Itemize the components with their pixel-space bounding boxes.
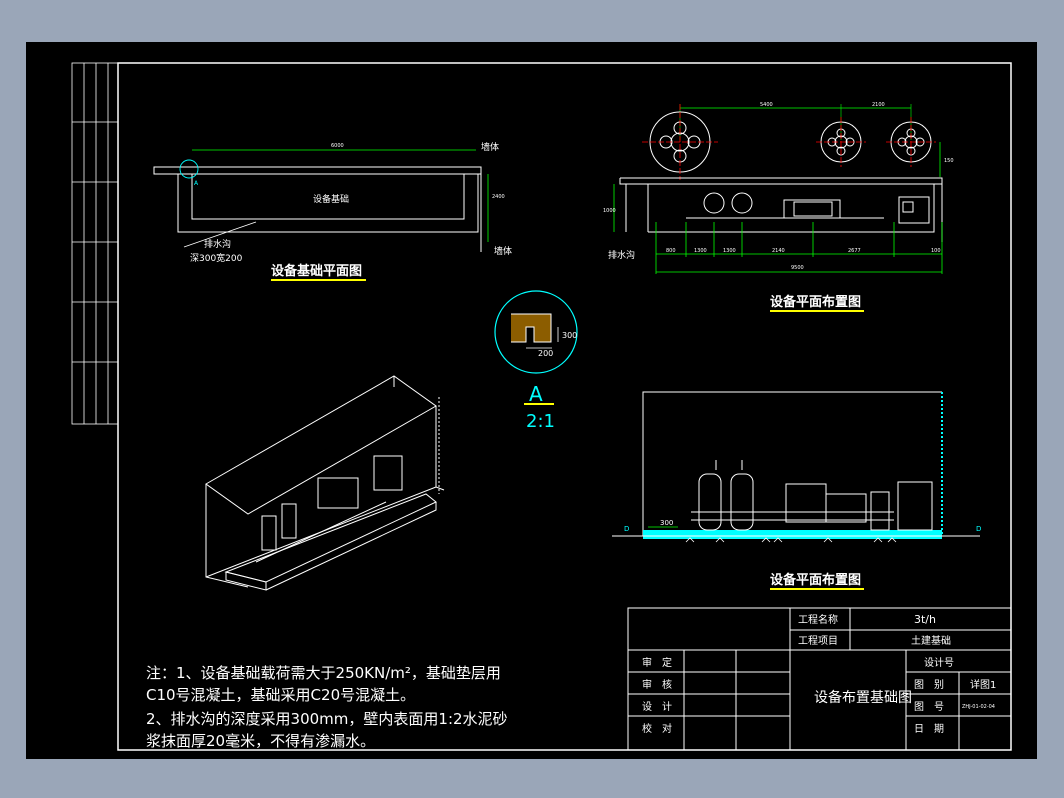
detail-dim-h: 200 (538, 349, 553, 358)
title-block: 工程名称 3t/h 工程项目 土建基础 审 定 审 核 设 计 校 对 设备布置… (627, 607, 1012, 751)
drawing-title: 设备布置基础图 (814, 689, 912, 706)
detail-label: A (529, 382, 543, 406)
project-name-label: 工程名称 (798, 613, 838, 626)
layout-dim-bottom-6: 100 (931, 248, 941, 254)
layout-dim-total: 9500 (791, 265, 804, 271)
layout-drain-label: 排水沟 (608, 249, 635, 261)
detail-callout-circle (179, 159, 199, 179)
layout-dim-top-right: 2100 (872, 102, 885, 108)
note-line-3: 2、排水沟的深度采用300mm，壁内表面用1:2水泥砂 (146, 710, 508, 728)
label-equipment-foundation: 设备基础 (313, 193, 349, 205)
drawing-sheet: 6000 2400 A 墙体 墙体 设备基础 排水沟 深300宽200 设备基础… (26, 42, 1037, 759)
note-line-4: 浆抹面厚20毫米，不得有渗漏水。 (146, 732, 375, 750)
layout-dim-bottom-2: 1300 (694, 248, 707, 254)
notes: 注：1、设备基础载荷需大于250KN/m²，基础垫层用 C10号混凝土，基础采用… (146, 664, 508, 750)
layout-dim-top-left: 5400 (760, 102, 773, 108)
layout-plan-title: 设备平面布置图 (770, 294, 861, 310)
elevation-dim-left: 300 (660, 519, 673, 527)
detail-dim-v: 300 (562, 331, 577, 340)
design-label: 设 计 (642, 700, 672, 713)
layout-dim-bottom-4: 2140 (772, 248, 785, 254)
elevation-title: 设备平面布置图 (770, 572, 861, 588)
drain-label-1: 排水沟 (204, 238, 231, 250)
label-wall-top: 墙体 (481, 141, 499, 153)
proof-label: 校 对 (642, 722, 672, 735)
foundation-plan: 6000 2400 A 墙体 墙体 设备基础 排水沟 深300宽200 设备基础… (153, 141, 512, 281)
cad-drawing: 6000 2400 A 墙体 墙体 设备基础 排水沟 深300宽200 设备基础… (71, 62, 1012, 751)
detail-marker: A (194, 180, 199, 187)
revision-strip (71, 62, 119, 425)
note-line-2: C10号混凝土，基础采用C20号混凝土。 (146, 686, 415, 704)
check-label: 审 核 (642, 678, 672, 691)
review-label: 审 定 (642, 656, 672, 669)
layout-dim-bottom-1: 800 (666, 248, 676, 254)
project-name-value: 3t/h (914, 613, 936, 626)
elevation-end-right: D (976, 525, 981, 533)
detail-scale: 2:1 (526, 411, 555, 432)
note-line-1: 注：1、设备基础载荷需大于250KN/m²，基础垫层用 (146, 664, 501, 682)
label-wall-bottom: 墙体 (494, 245, 512, 257)
layout-dim-bottom-5: 2677 (848, 248, 861, 254)
layout-plan: 5400 2100 150 1000 (603, 102, 954, 312)
layout-dim-left: 1000 (603, 208, 616, 214)
elevation-end-left: D (624, 525, 629, 533)
design-no-label: 设计号 (924, 656, 954, 669)
detail-a: 300 200 A 2:1 (494, 290, 578, 432)
layout-dim-right: 150 (944, 158, 954, 164)
number-label: 图 号 (914, 701, 944, 713)
isometric-view (205, 375, 445, 591)
project-item-label: 工程项目 (798, 635, 838, 647)
category-value: 详图1 (970, 678, 996, 691)
date-label: 日 期 (914, 723, 944, 735)
number-value: ZHJ-01-02-04 (962, 704, 995, 710)
drain-label-2: 深300宽200 (190, 252, 243, 264)
drawing-border (117, 62, 1012, 751)
project-item-value: 土建基础 (911, 634, 951, 647)
category-label: 图 别 (914, 679, 944, 691)
plan-dim-side: 2400 (492, 194, 505, 200)
plan-dim-top: 6000 (331, 143, 344, 149)
foundation-plan-title: 设备基础平面图 (271, 263, 362, 279)
layout-dim-bottom-3: 1300 (723, 248, 736, 254)
elevation-view: D D 300 设备平面布置图 (612, 391, 981, 590)
